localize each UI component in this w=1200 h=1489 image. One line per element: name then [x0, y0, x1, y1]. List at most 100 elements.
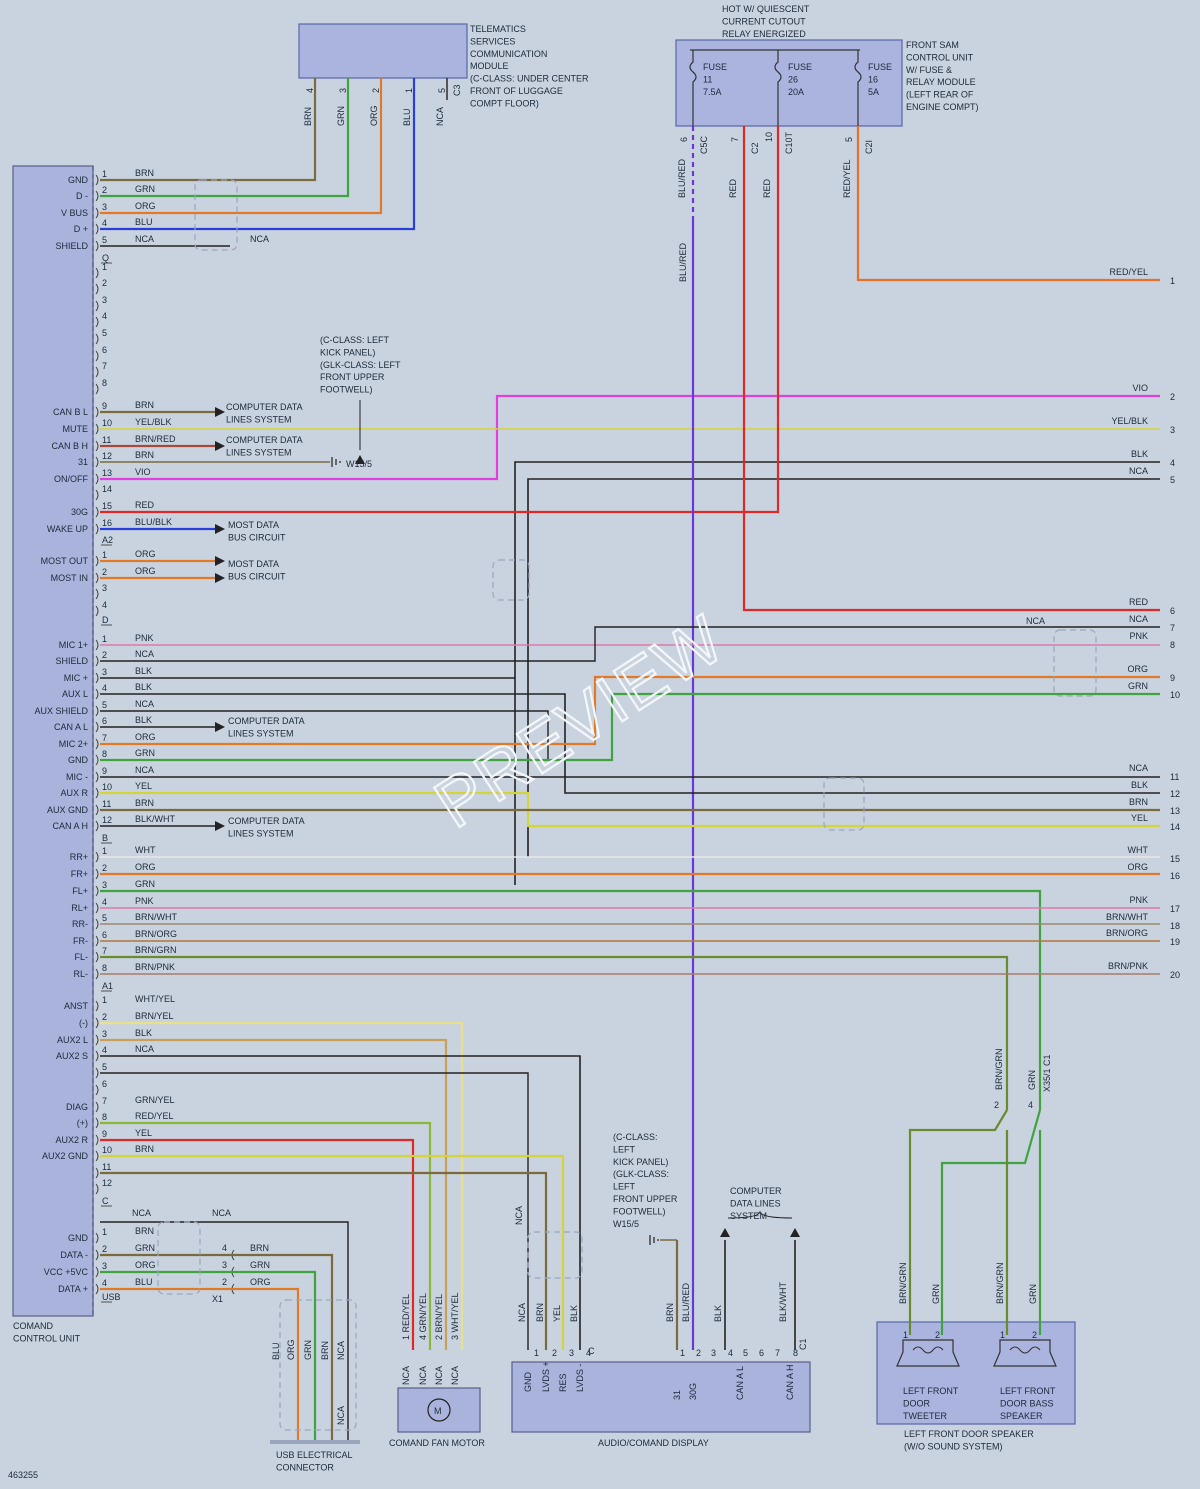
right-wire-label: PNK	[1129, 895, 1148, 905]
speaker-wire-label: BRN/GRN	[995, 1262, 1005, 1304]
sam-pin-number: 5	[844, 137, 854, 142]
twisted-pair-marker	[157, 1221, 201, 1295]
comand-pin-number: 4	[102, 1278, 107, 1288]
wire-color-label: NCA	[135, 765, 154, 775]
comand-pin-number: 5	[102, 700, 107, 710]
kick-panel-label: (C-CLASS: LEFT	[320, 335, 390, 345]
wire-color-label: GRN	[135, 1243, 155, 1253]
wire-color-label: VIO	[135, 467, 151, 477]
telematics-pin-number: 3	[338, 88, 348, 93]
cdls-label: DATA LINES	[730, 1198, 781, 1208]
comand-pin-number: 11	[102, 435, 111, 445]
twisted-pair-telematics	[194, 179, 238, 251]
comand-pin-label: VCC +5VC	[44, 1267, 89, 1277]
speaker-icon	[993, 1339, 1057, 1367]
bus-label: COMPUTER DATA	[226, 435, 303, 445]
usb-vertical-label: BLU	[271, 1342, 281, 1360]
kick-panel-label-2: W15/5	[613, 1219, 639, 1229]
connector-bracket	[95, 902, 99, 914]
connector-bracket	[95, 1050, 99, 1062]
wire-usb-brn	[100, 1253, 334, 1440]
fan-motor-box	[397, 1387, 481, 1433]
comand-pin-label: FL-	[75, 952, 89, 962]
telematics-connector: C3	[452, 84, 462, 96]
wire-color-label: BRN	[135, 168, 154, 178]
sam-title: CONTROL UNIT	[906, 52, 974, 62]
bus-label: LINES SYSTEM	[228, 828, 294, 838]
wire-color-label: WHT	[135, 845, 156, 855]
connector-bracket	[95, 820, 99, 832]
comand-pin-label: DATA +	[58, 1284, 88, 1294]
comand-pin-label: AUX2 S	[56, 1051, 88, 1061]
wire-color-label: BRN	[135, 1144, 154, 1154]
comand-pin-label: D +	[74, 224, 88, 234]
wire-fl-minus	[100, 955, 1009, 1110]
wire-color-label: BLU	[135, 217, 153, 227]
fan-pin-label: 1 RED/YEL	[401, 1294, 411, 1340]
kick-panel-label: KICK PANEL)	[320, 347, 375, 357]
comand-pin-number: 6	[102, 345, 107, 355]
wire-color-label: RED/YEL	[135, 1111, 174, 1121]
brace-icon	[727, 1210, 793, 1219]
ground-label: W15/5	[346, 459, 372, 469]
wire-color-label: NCA	[135, 234, 154, 244]
connector-bracket	[95, 738, 99, 750]
wire-aux2-s	[100, 1072, 529, 1350]
wire-usb-org	[100, 1287, 300, 1440]
comand-pin-number: 3	[102, 1261, 107, 1271]
right-wire-number: 4	[1170, 458, 1175, 468]
connector-bracket	[95, 207, 99, 219]
comand-pin-number: 8	[102, 1112, 107, 1122]
wire-color-label: BRN	[135, 450, 154, 460]
comand-pin-label: RR+	[70, 852, 88, 862]
comand-pin-label: RR-	[72, 919, 88, 929]
display-pin-number: 8	[793, 1348, 798, 1358]
right-wire-number: 8	[1170, 640, 1175, 650]
comand-pin-number: 9	[102, 401, 107, 411]
twisted-pair-marker	[527, 1231, 583, 1279]
wire-tel-org	[100, 78, 383, 215]
wire-plus	[100, 1138, 415, 1350]
comand-pin-number: 1	[102, 262, 107, 272]
sam-connector: C2	[750, 142, 760, 154]
sam-pin-number: 6	[679, 137, 689, 142]
arrow-icon	[215, 441, 225, 451]
connector-bracket	[95, 489, 99, 501]
fuse-label: 20A	[788, 87, 804, 97]
fuse-label: 7.5A	[703, 87, 722, 97]
connector-bracket	[95, 473, 99, 485]
connector-bracket	[95, 350, 99, 362]
speaker-unit-title: LEFT FRONT	[1000, 1386, 1056, 1396]
sam-header: RELAY ENERGIZED	[722, 29, 806, 39]
display-wire-label: NCA	[517, 1303, 527, 1322]
comand-pin-label: MIC 1+	[59, 640, 88, 650]
fan-nca-label: NCA	[418, 1366, 428, 1385]
connector-bracket	[95, 555, 99, 567]
comand-control-unit-box	[12, 165, 94, 1317]
sam-title: W/ FUSE &	[906, 65, 952, 75]
comand-pin-number: 1	[102, 169, 107, 179]
connector-bracket	[95, 672, 99, 684]
connector-bracket	[95, 1101, 99, 1113]
display-pin-number: 7	[775, 1348, 780, 1358]
fan-pin-label: 3 WHT/YEL	[450, 1292, 460, 1340]
display-pin-number: 2	[552, 1348, 557, 1358]
connector-bracket	[95, 918, 99, 930]
comand-pin-number: 9	[102, 766, 107, 776]
wire-color-label: BRN/GRN	[135, 945, 177, 955]
connector-bracket	[95, 868, 99, 880]
comand-title: COMAND	[13, 1321, 53, 1331]
comand-pin-number: 5	[102, 1062, 107, 1072]
wire-color-label: BLK/WHT	[135, 814, 176, 824]
bus-label: LINES SYSTEM	[226, 414, 292, 424]
usb-wire-label: BRN	[250, 1243, 269, 1253]
right-wire-number: 2	[1170, 392, 1175, 402]
comand-pin-label: AUX2 GND	[42, 1151, 89, 1161]
comand-pin-label: MUTE	[63, 424, 89, 434]
wire-color-label: GRN	[135, 879, 155, 889]
arrow-icon	[215, 556, 225, 566]
comand-pin-number: 2	[102, 278, 107, 288]
right-wire-label: BLK	[1131, 449, 1148, 459]
telematics-pin-number: 5	[437, 88, 447, 93]
wire-color-label: BRN	[135, 400, 154, 410]
